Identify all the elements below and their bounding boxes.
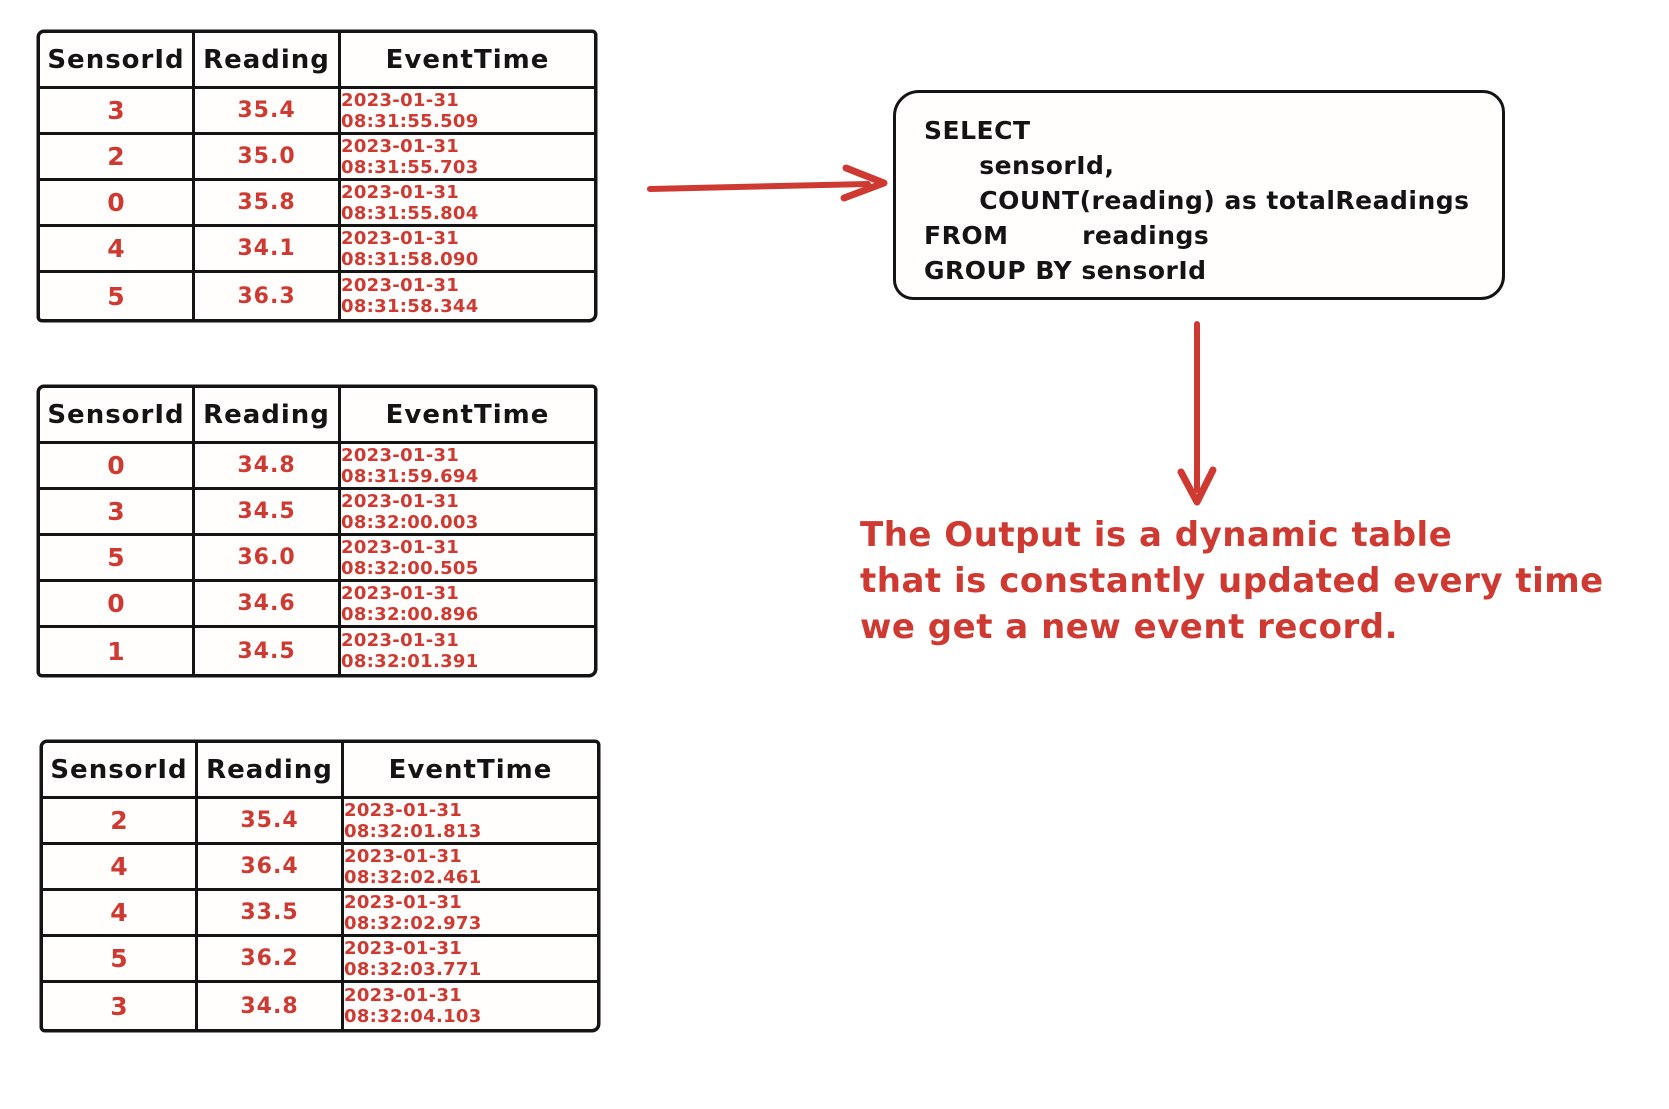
reading-cell: 34.5 (195, 628, 341, 674)
event-time-cell: 2023-01-31 08:32:03.771 (344, 937, 482, 980)
sensor-id-cell: 0 (40, 444, 195, 487)
sensor-id-cell: 5 (40, 273, 195, 319)
event-time-cell: 2023-01-31 08:31:55.703 (341, 135, 479, 178)
event-time-cell: 2023-01-31 08:31:55.804 (341, 181, 479, 224)
reading-cell: 35.8 (195, 181, 341, 224)
event-time-cell: 2023-01-31 08:32:00.505 (341, 536, 479, 579)
reading-header: Reading (198, 743, 344, 796)
sensor-id-cell: 2 (40, 135, 195, 178)
event-time-cell: 2023-01-31 08:32:01.813 (344, 799, 482, 842)
table-header-row: SensorId Reading EventTime (40, 33, 594, 89)
sensor-id-header: SensorId (43, 743, 198, 796)
sql-line: COUNT(reading) as totalReadings (924, 186, 1470, 215)
output-annotation: The Output is a dynamic table that is co… (860, 512, 1604, 650)
sensor-id-cell: 0 (40, 181, 195, 224)
sensor-id-cell: 3 (40, 490, 195, 533)
reading-cell: 33.5 (198, 891, 344, 934)
sql-line: GROUP BY sensorId (924, 256, 1207, 285)
reading-cell: 35.0 (195, 135, 341, 178)
reading-header: Reading (195, 388, 341, 441)
sensor-id-cell: 4 (43, 845, 198, 888)
reading-cell: 34.5 (195, 490, 341, 533)
event-time-cell: 2023-01-31 08:31:55.509 (341, 89, 479, 132)
reading-cell: 36.0 (195, 536, 341, 579)
sensor-id-cell: 5 (40, 536, 195, 579)
event-time-cell: 2023-01-31 08:32:00.896 (341, 582, 479, 625)
event-time-cell: 2023-01-31 08:32:00.003 (341, 490, 479, 533)
reading-cell: 34.8 (198, 983, 344, 1029)
event-time-cell: 2023-01-31 08:32:01.391 (341, 630, 479, 672)
sensor-id-cell: 1 (40, 628, 195, 674)
sensor-id-cell: 0 (40, 582, 195, 625)
annotation-line: The Output is a dynamic table (860, 515, 1453, 555)
reading-cell: 34.6 (195, 582, 341, 625)
arrow-down-icon (1177, 321, 1217, 506)
reading-cell: 35.4 (198, 799, 344, 842)
table-header-row: SensorId Reading EventTime (40, 388, 594, 444)
event-time-cell: 2023-01-31 08:31:59.694 (341, 444, 479, 487)
event-time-header: EventTime (388, 754, 553, 785)
event-time-cell: 2023-01-31 08:32:02.461 (344, 845, 482, 888)
annotation-line: we get a new event record. (860, 607, 1399, 647)
reading-header: Reading (195, 33, 341, 86)
sql-line: sensorId, (924, 151, 1115, 180)
sensor-id-cell: 2 (43, 799, 198, 842)
sensor-id-cell: 4 (43, 891, 198, 934)
event-time-cell: 2023-01-31 08:31:58.090 (341, 227, 479, 270)
table-header-row: SensorId Reading EventTime (43, 743, 597, 799)
reading-cell: 36.2 (198, 937, 344, 980)
reading-cell: 36.3 (195, 273, 341, 319)
reading-cell: 35.4 (195, 89, 341, 132)
sensor-id-cell: 3 (43, 983, 198, 1029)
arrow-right-icon (647, 164, 888, 202)
reading-cell: 36.4 (198, 845, 344, 888)
sensor-id-header: SensorId (40, 33, 195, 86)
event-time-cell: 2023-01-31 08:31:58.344 (341, 275, 479, 317)
sql-query-box: SELECT sensorId, COUNT(reading) as total… (893, 90, 1505, 300)
sensor-id-cell: 5 (43, 937, 198, 980)
event-time-header: EventTime (385, 399, 550, 430)
sql-line: FROM readings (924, 221, 1210, 250)
event-time-header: EventTime (385, 44, 550, 75)
sensor-id-cell: 3 (40, 89, 195, 132)
sensor-id-cell: 4 (40, 227, 195, 270)
reading-cell: 34.8 (195, 444, 341, 487)
event-time-cell: 2023-01-31 08:32:02.973 (344, 891, 482, 934)
sensor-id-header: SensorId (40, 388, 195, 441)
event-time-cell: 2023-01-31 08:32:04.103 (344, 985, 482, 1027)
reading-cell: 34.1 (195, 227, 341, 270)
annotation-line: that is constantly updated every time (860, 561, 1604, 601)
sql-line: SELECT (924, 116, 1031, 145)
